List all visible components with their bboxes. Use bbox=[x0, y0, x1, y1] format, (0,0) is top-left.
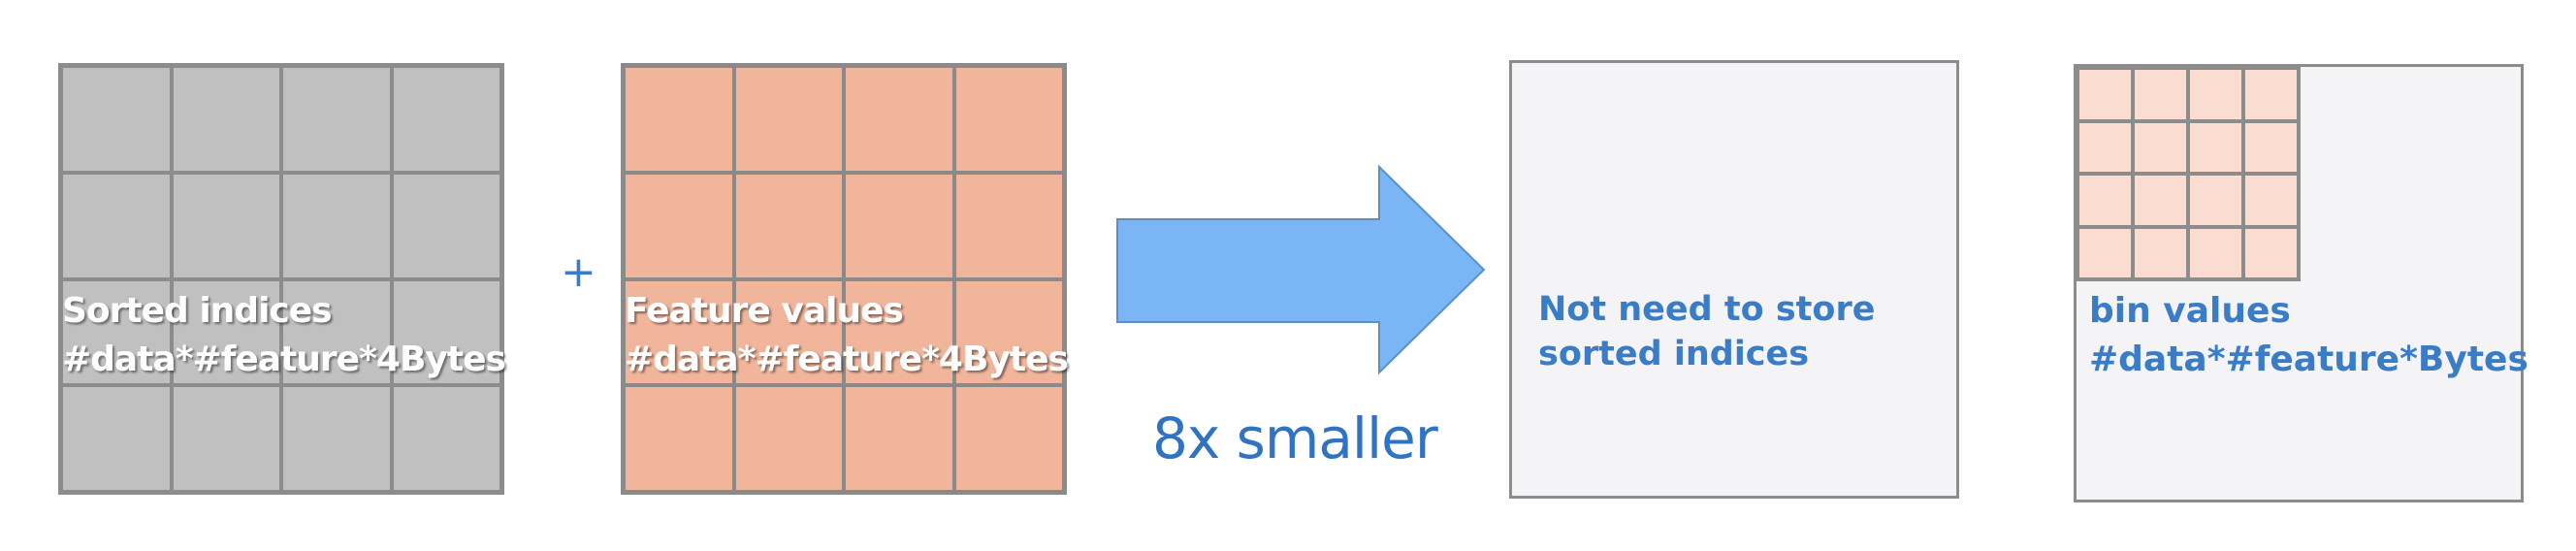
grid-cell bbox=[2077, 68, 2133, 121]
bin-values-size: #data*#feature*Bytes bbox=[2089, 340, 2528, 379]
grid-cell bbox=[2188, 226, 2243, 279]
grid-cell bbox=[281, 172, 392, 279]
grid-cell bbox=[733, 385, 844, 492]
grid-cell bbox=[171, 385, 281, 492]
grid-cell bbox=[61, 66, 172, 173]
grid-cell bbox=[2243, 174, 2299, 227]
grid-cell bbox=[2133, 174, 2188, 227]
grid-cell bbox=[2133, 226, 2188, 279]
grid-cell bbox=[733, 278, 844, 386]
reduction-label: 8x smaller bbox=[1152, 405, 1438, 471]
grid-cell bbox=[281, 278, 392, 386]
grid-cell bbox=[2188, 68, 2243, 121]
grid-cell bbox=[61, 278, 172, 386]
grid-cell bbox=[61, 385, 172, 492]
grid-cell bbox=[171, 278, 281, 386]
grid-cell bbox=[2243, 68, 2299, 121]
grid-cell bbox=[391, 385, 501, 492]
no-sorted-indices-box bbox=[1509, 60, 1959, 499]
grid-cell bbox=[624, 66, 734, 173]
grid-cell bbox=[2133, 68, 2188, 121]
grid-cell bbox=[391, 66, 501, 173]
grid-cell bbox=[953, 278, 1064, 386]
sorted-indices-grid bbox=[58, 63, 504, 495]
no-sorted-indices-line2: sorted indices bbox=[1538, 335, 1810, 373]
grid-cell bbox=[2077, 174, 2133, 227]
feature-values-grid bbox=[621, 63, 1067, 495]
feature-values-label: Feature values #data*#feature*4Bytes bbox=[625, 287, 1069, 384]
grid-cell bbox=[281, 66, 392, 173]
plus-operator: + bbox=[561, 247, 596, 297]
grid-cell bbox=[2188, 120, 2243, 174]
bin-values-grid bbox=[2076, 66, 2301, 281]
grid-cell bbox=[624, 278, 734, 386]
grid-cell bbox=[844, 385, 954, 492]
bin-values-label: bin values #data*#feature*Bytes bbox=[2089, 287, 2528, 384]
grid-cell bbox=[953, 385, 1064, 492]
grid-cell bbox=[844, 66, 954, 173]
grid-cell bbox=[2077, 120, 2133, 174]
grid-cell bbox=[61, 172, 172, 279]
grid-cell bbox=[844, 278, 954, 386]
grid-cell bbox=[953, 172, 1064, 279]
feature-values-size: #data*#feature*4Bytes bbox=[625, 340, 1069, 379]
grid-cell bbox=[2077, 226, 2133, 279]
no-sorted-indices-label: Not need to store sorted indices bbox=[1538, 287, 1875, 376]
sorted-indices-size: #data*#feature*4Bytes bbox=[62, 340, 506, 379]
grid-cell bbox=[391, 172, 501, 279]
sorted-indices-title: Sorted indices bbox=[62, 291, 333, 331]
grid-cell bbox=[281, 385, 392, 492]
grid-cell bbox=[2243, 226, 2299, 279]
sorted-indices-label: Sorted indices #data*#feature*4Bytes bbox=[62, 287, 506, 384]
bin-values-title: bin values bbox=[2089, 291, 2291, 331]
grid-cell bbox=[171, 66, 281, 173]
right-arrow-icon bbox=[1116, 165, 1486, 375]
grid-cell bbox=[733, 66, 844, 173]
grid-cell bbox=[2243, 120, 2299, 174]
grid-cell bbox=[844, 172, 954, 279]
feature-values-title: Feature values bbox=[625, 291, 904, 331]
grid-cell bbox=[953, 66, 1064, 173]
grid-cell bbox=[2188, 174, 2243, 227]
grid-cell bbox=[2133, 120, 2188, 174]
grid-cell bbox=[171, 172, 281, 279]
grid-cell bbox=[624, 172, 734, 279]
grid-cell bbox=[624, 385, 734, 492]
grid-cell bbox=[733, 172, 844, 279]
grid-cell bbox=[391, 278, 501, 386]
no-sorted-indices-line1: Not need to store bbox=[1538, 290, 1876, 329]
